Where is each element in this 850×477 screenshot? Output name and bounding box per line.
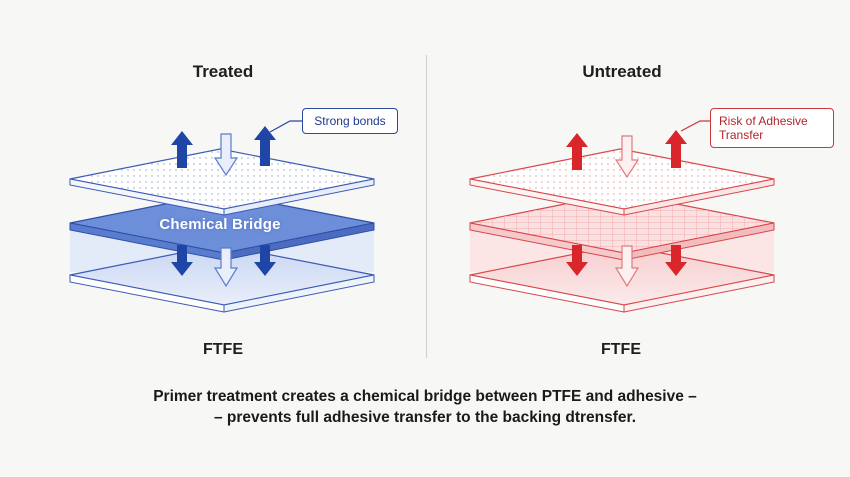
untreated-top-layer [469,148,775,216]
untreated-stack [469,120,775,313]
arrow-down-icon [614,135,640,179]
treated-bottom-label: FTFE [203,341,243,358]
caption-line-2: – prevents full adhesive transfer to the… [213,409,637,426]
arrow-down-icon [254,245,276,276]
arrow-down-icon [213,133,239,177]
arrow-down-icon [171,245,193,276]
treated-top-layer [69,148,375,216]
treated-title: Treated [192,62,254,81]
arrow-up-icon [254,126,276,166]
arrow-up-icon [566,133,588,170]
arrow-up-icon [665,130,687,168]
arrow-down-icon [566,245,588,276]
untreated-bottom-layer [469,244,775,313]
arrow-up-icon [171,131,193,168]
untreated-title: Untreated [582,62,662,81]
adhesive-transfer-callout: Risk of Adhesive Transfer [710,108,834,148]
arrow-down-icon [213,247,239,288]
untreated-bottom-label: FTFE [601,341,641,358]
chemical-bridge-label: Chemical Bridge [159,216,281,233]
callout-leader [269,120,302,133]
arrow-down-icon [665,245,687,276]
arrow-down-icon [614,245,640,288]
caption-line-1: Primer treatment creates a chemical brid… [153,388,697,405]
strong-bonds-callout: Strong bonds [302,108,398,134]
treated-stack [69,120,375,313]
callout-leader [680,120,710,132]
panel-divider [426,55,427,358]
